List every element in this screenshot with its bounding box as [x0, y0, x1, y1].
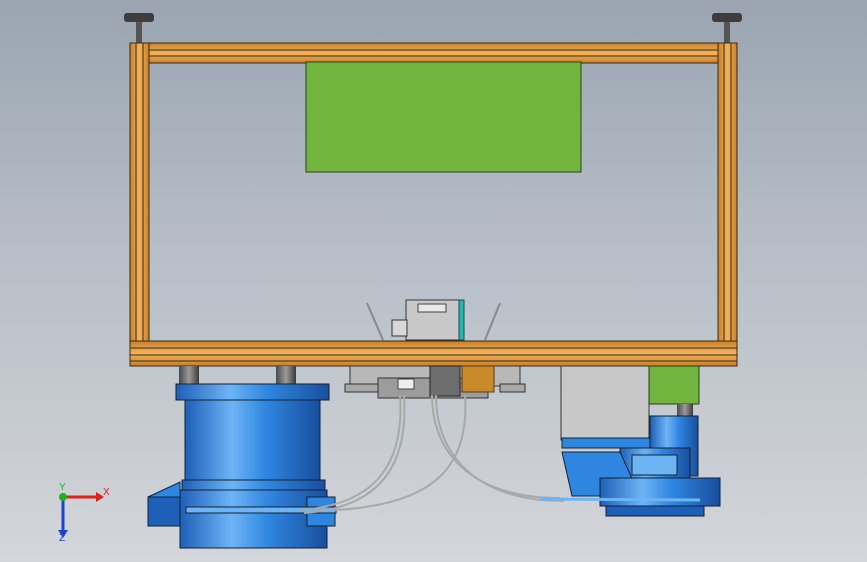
center-mechanism[interactable]: [344, 365, 526, 399]
support-post-right[interactable]: [677, 404, 693, 418]
right-grey-housing[interactable]: [560, 365, 650, 441]
coordinate-triad: [58, 490, 104, 538]
axis-z-label: Z: [59, 533, 66, 544]
green-panel[interactable]: [305, 61, 582, 173]
wood-frame[interactable]: [129, 42, 738, 367]
right-green-block[interactable]: [648, 365, 700, 405]
support-post-left-a[interactable]: [179, 366, 199, 386]
cable-bundle[interactable]: [299, 394, 701, 514]
left-blue-unit[interactable]: [147, 383, 337, 549]
center-motor[interactable]: [366, 299, 501, 341]
axis-x-label: X: [103, 487, 110, 498]
leveling-foot-left[interactable]: [124, 13, 154, 44]
axis-y-label: Y: [59, 482, 66, 493]
right-blue-unit[interactable]: [561, 415, 721, 517]
support-post-left-b[interactable]: [276, 366, 296, 386]
leveling-foot-right[interactable]: [712, 13, 742, 44]
